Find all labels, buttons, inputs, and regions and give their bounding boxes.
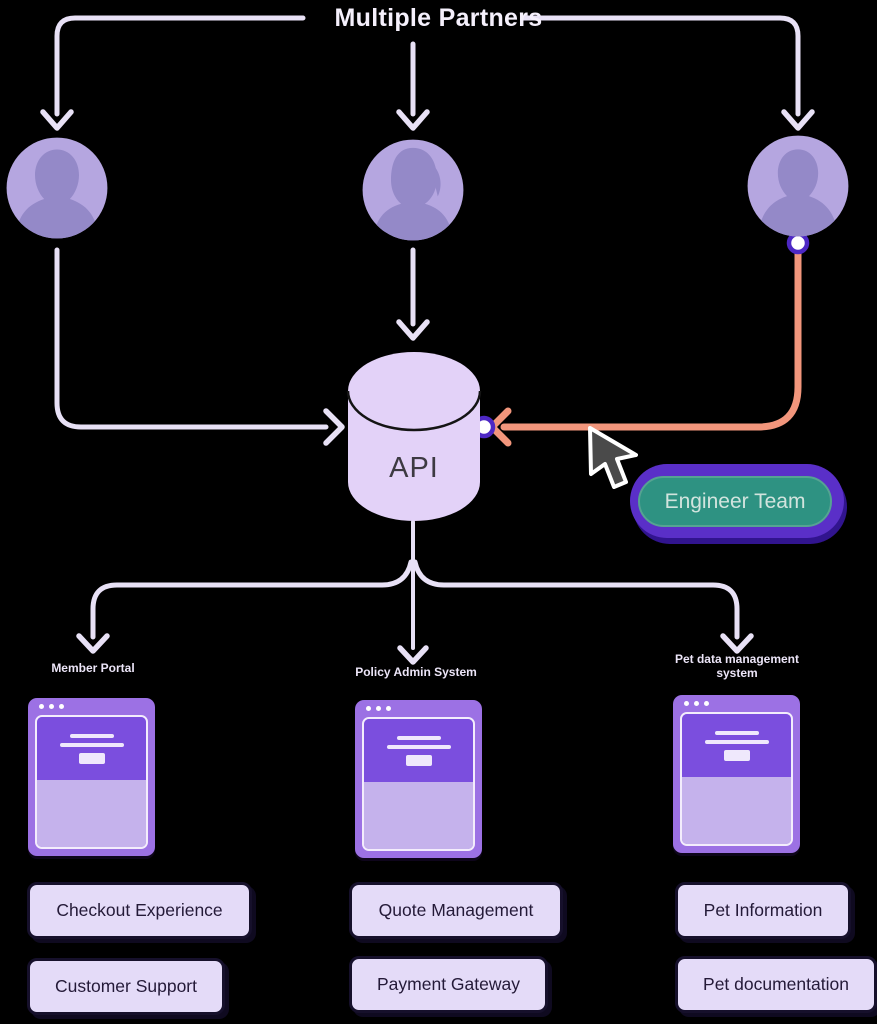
mock-text-line (386, 745, 451, 749)
connector-api-to-member-portal (90, 559, 414, 640)
window-content (362, 717, 475, 851)
mock-text-line (59, 743, 124, 747)
engineer-team-badge: Engineer Team (630, 464, 844, 538)
window-hero-section (364, 719, 473, 782)
connector-title-to-right-partner (520, 15, 801, 117)
system-label-member-portal: Member Portal (51, 661, 135, 675)
mock-button (405, 755, 432, 766)
api-node-label: API (389, 452, 439, 484)
browser-window-pet-system (673, 695, 800, 853)
mock-text-line (396, 736, 441, 740)
feature-box-payment-gateway: Payment Gateway (349, 956, 548, 1013)
feature-box-customer-support: Customer Support (27, 958, 225, 1015)
feature-box-pet-documentation: Pet documentation (675, 956, 877, 1013)
arrowhead-api-left (323, 408, 345, 446)
mock-text-line (704, 740, 769, 744)
browser-window-member-portal (28, 698, 155, 856)
window-dots-icon (366, 706, 391, 711)
connector-left-partner-to-api (54, 247, 329, 430)
window-hero-section (682, 714, 791, 777)
window-body-section (37, 780, 146, 847)
arrowhead-right-partner (781, 109, 815, 131)
arrowhead-api-top (396, 319, 430, 341)
window-content (35, 715, 148, 849)
user-avatar-icon (6, 137, 108, 239)
arrowhead-policy-admin (397, 645, 429, 665)
window-body-section (364, 782, 473, 849)
feature-box-quote-management: Quote Management (349, 882, 563, 939)
diagram-title: Multiple Partners (334, 4, 543, 32)
user-avatar-icon (362, 139, 464, 241)
system-label-policy-admin: Policy Admin System (355, 665, 477, 679)
mock-button (723, 750, 750, 761)
connector-engineer-highlight (500, 248, 802, 431)
mock-text-line (714, 731, 759, 735)
arrowhead-left-partner (40, 109, 74, 131)
database-cylinder-icon (346, 352, 482, 521)
cursor-pointer-icon (588, 426, 638, 489)
arrowhead-middle-partner (396, 109, 430, 131)
feature-box-pet-information: Pet Information (675, 882, 851, 939)
feature-box-checkout-experience: Checkout Experience (27, 882, 252, 939)
engineer-team-label: Engineer Team (638, 476, 832, 527)
window-dots-icon (684, 701, 709, 706)
window-dots-icon (39, 704, 64, 709)
window-body-section (682, 777, 791, 844)
browser-window-policy-admin (355, 700, 482, 858)
connector-api-to-pet-system (412, 559, 740, 640)
window-content (680, 712, 793, 846)
arrowhead-member-portal (76, 633, 110, 654)
arrowhead-pet-system (720, 633, 754, 654)
connector-title-to-left-partner (54, 15, 306, 117)
system-label-pet-system: Pet data management system (674, 652, 800, 680)
mock-button (78, 753, 105, 764)
user-avatar-icon (747, 135, 849, 237)
mock-text-line (69, 734, 114, 738)
window-hero-section (37, 717, 146, 780)
